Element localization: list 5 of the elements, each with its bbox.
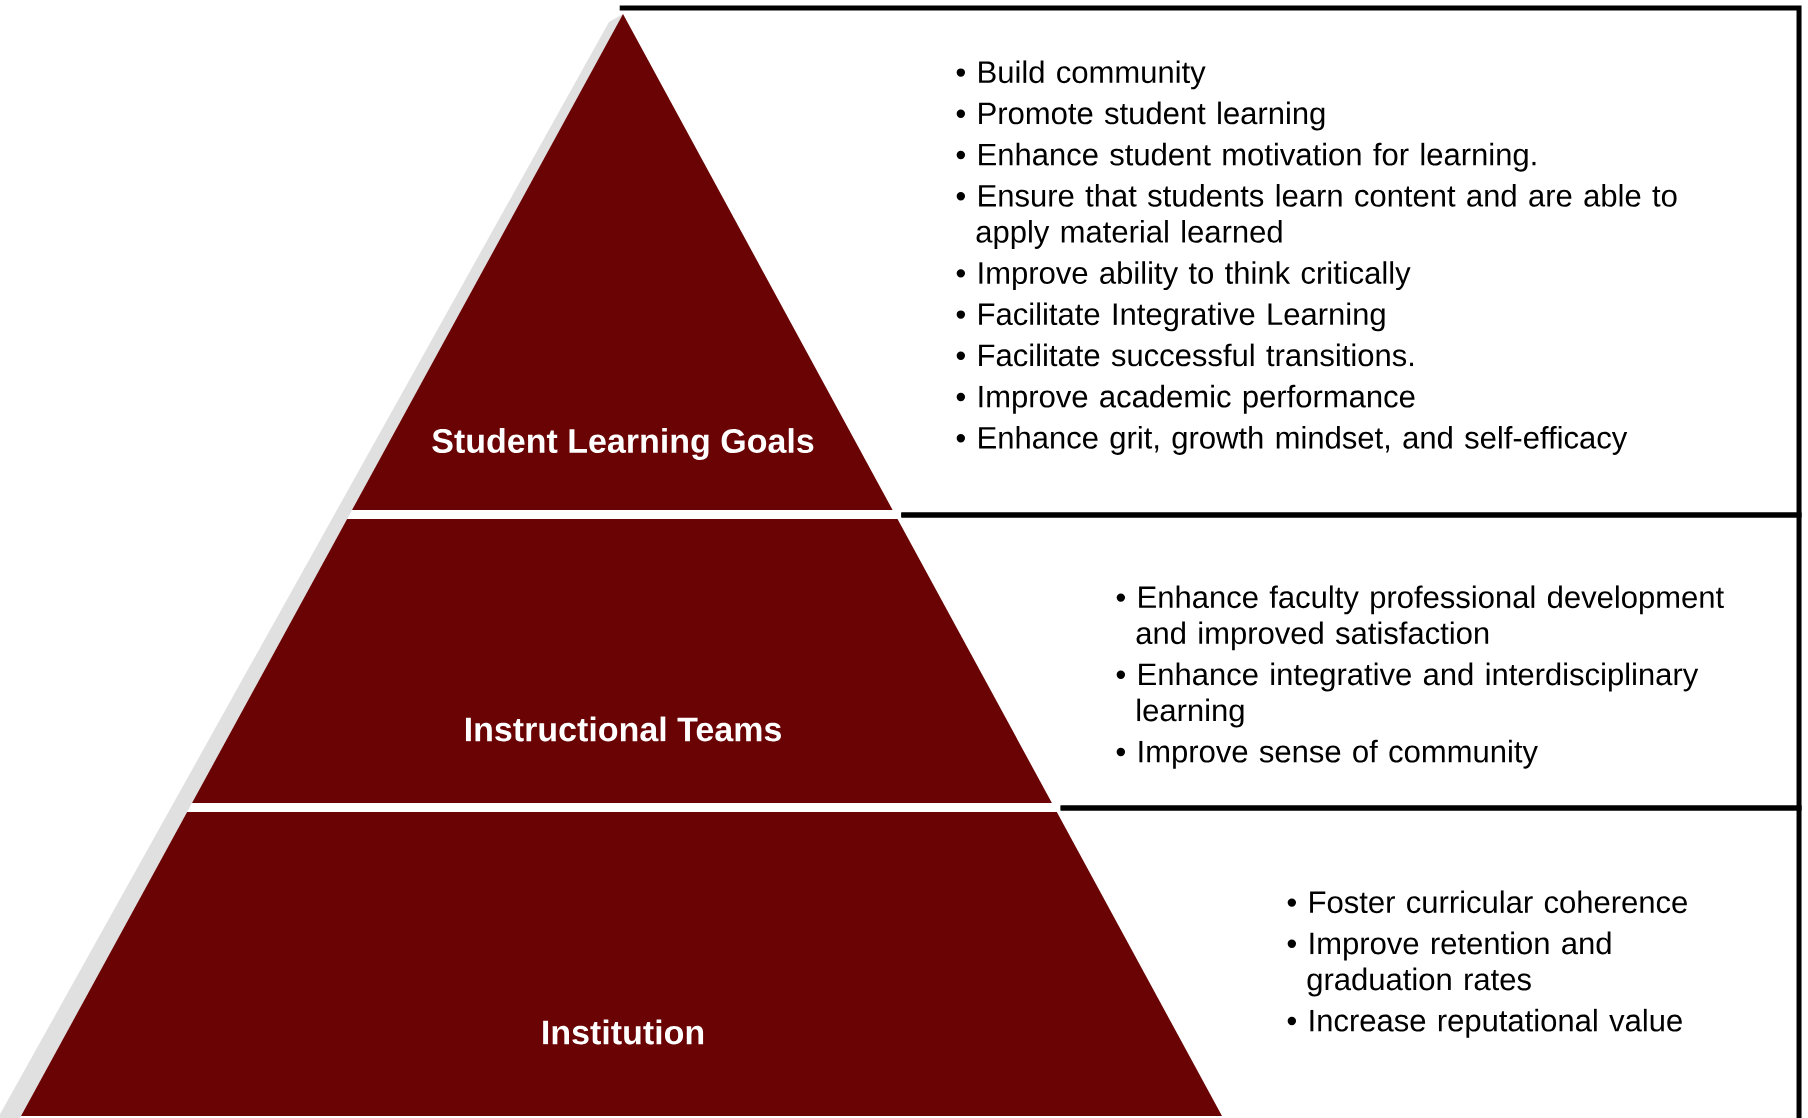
bullet-list-panel: • Foster curricular coherence • Improve retention and graduation rates • Increase reputational value (1060, 805, 1802, 1118)
pyramid-tier: Student Learning Goals (352, 14, 893, 510)
pyramid-tier: Instructional Teams (192, 519, 1052, 803)
pyramid-tier: Institution (21, 812, 1222, 1116)
bullet-list-panel: • Enhance faculty professional development and improved satisfaction • Enhance integrative and interdisciplinary learning • Improve sense of community (901, 512, 1802, 811)
